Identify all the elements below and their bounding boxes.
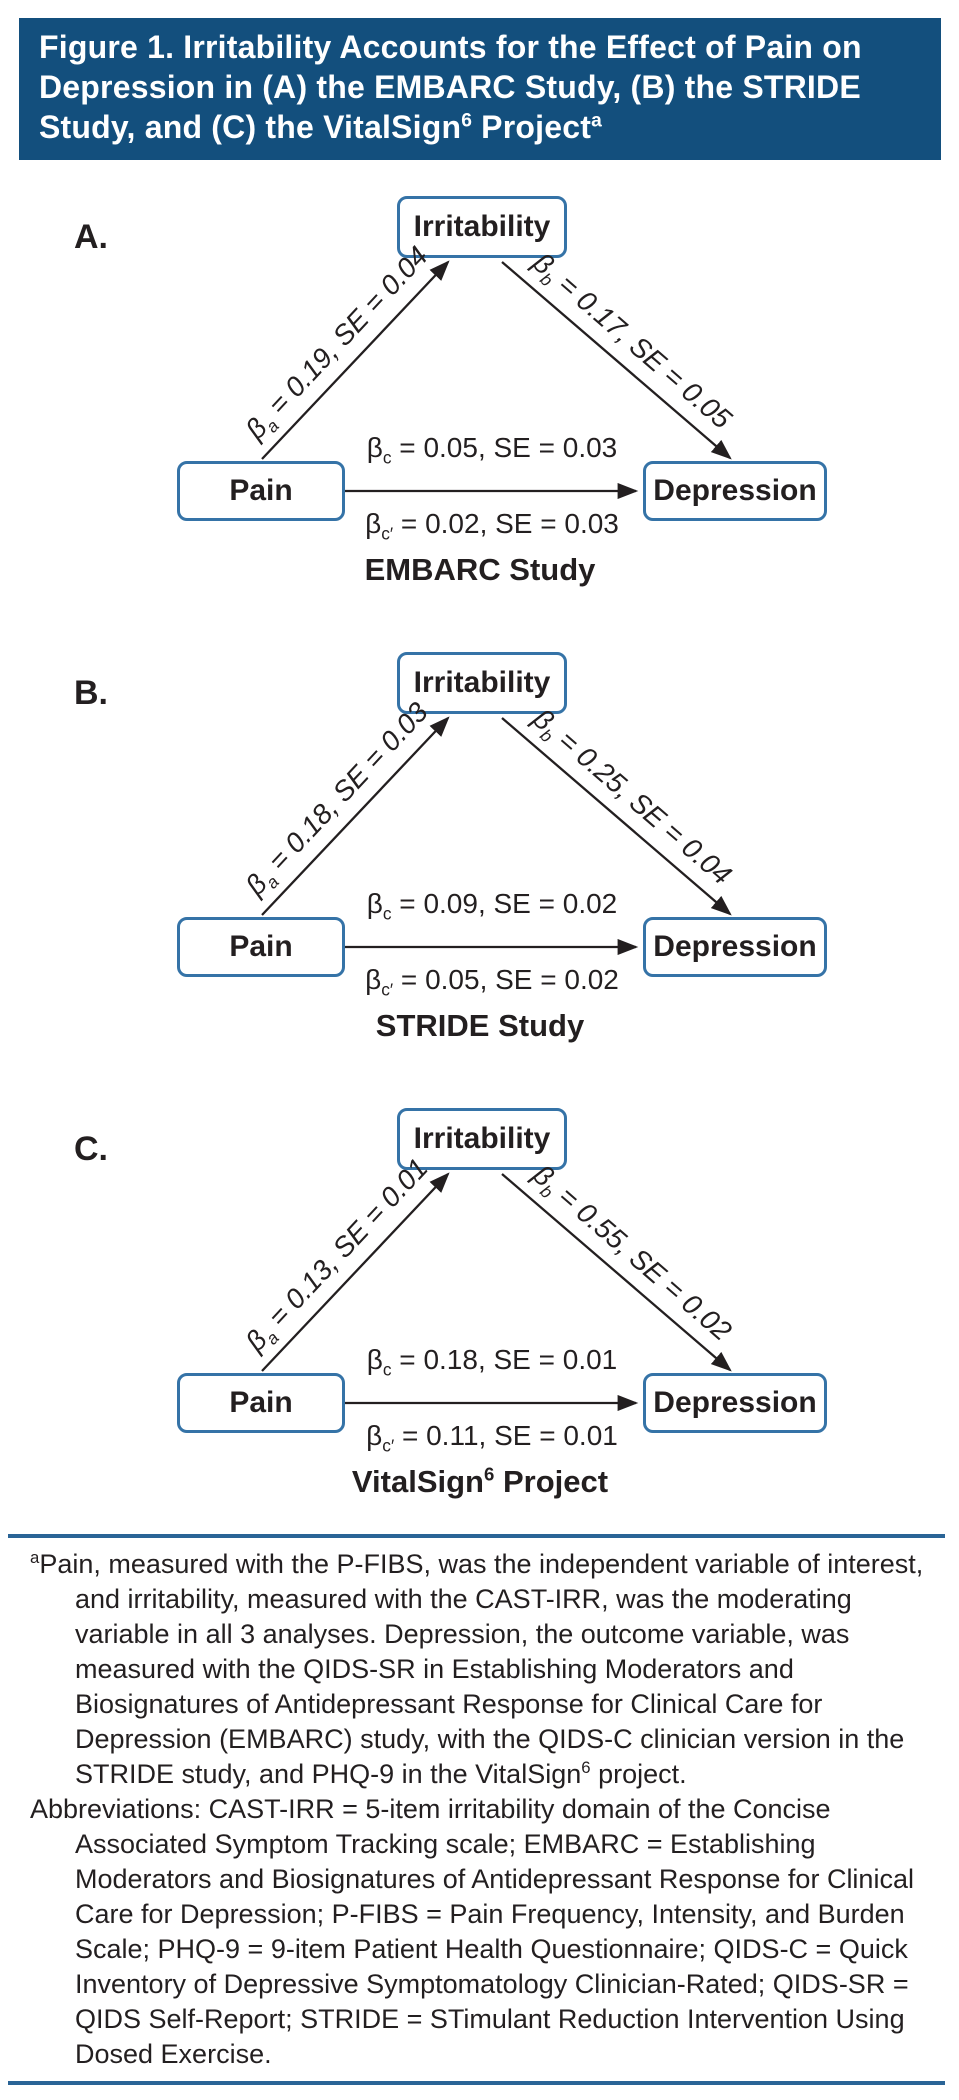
figure-title-bar: Figure 1. Irritability Accounts for the …	[19, 18, 941, 160]
coefficient-value: = 0.18, SE = 0.01	[391, 1344, 618, 1375]
beta-symbol: β	[365, 508, 382, 539]
node-depression: Depression	[643, 1373, 827, 1433]
caption-text: VitalSign	[351, 1464, 484, 1499]
node-pain: Pain	[177, 917, 345, 977]
node-pain: Pain	[177, 1373, 345, 1433]
beta-symbol: β	[365, 964, 382, 995]
path-c-prime-coefficient: βc′ = 0.05, SE = 0.02	[365, 964, 619, 998]
arrow-pain-to-irritability	[261, 260, 450, 460]
beta-subscript: c′	[381, 523, 394, 544]
beta-subscript: c	[382, 1359, 392, 1380]
diagram-panel-a: A. Irritability Pain Depression βa = 0.1…	[0, 196, 959, 652]
path-c-coefficient: βc = 0.09, SE = 0.02	[366, 888, 618, 922]
beta-subscript: c	[382, 903, 392, 924]
figure-title-line-1: Figure 1. Irritability Accounts for the …	[39, 29, 862, 65]
coefficient-value: = 0.02, SE = 0.03	[393, 508, 619, 539]
caption-text: Project	[494, 1464, 609, 1499]
path-c-prime-coefficient: βc′ = 0.11, SE = 0.01	[366, 1420, 618, 1454]
footnote-text: Pain, measured with the P-FIBS, was the …	[39, 1549, 924, 1789]
beta-symbol: β	[366, 432, 383, 463]
beta-symbol: β	[366, 1420, 383, 1451]
footnote-a: aPain, measured with the P-FIBS, was the…	[30, 1547, 945, 1792]
panel-label-b: B.	[74, 674, 108, 712]
arrow-pain-to-irritability	[261, 716, 450, 916]
title-superscript-a: a	[591, 110, 602, 132]
arrow-pain-to-irritability	[261, 1172, 450, 1372]
diagram-panel-b: B. Irritability Pain Depression βa = 0.1…	[0, 652, 959, 1108]
title-text: Study, and (C) the VitalSign	[39, 109, 462, 145]
footnote-top-divider	[8, 1534, 945, 1538]
diagram-caption-stride: STRIDE Study	[180, 1008, 780, 1044]
footnote-marker: a	[30, 1548, 40, 1567]
panel-label-c: C.	[74, 1130, 108, 1168]
coefficient-value: = 0.05, SE = 0.02	[393, 964, 619, 995]
node-irritability: Irritability	[397, 196, 567, 258]
title-superscript-6: 6	[461, 110, 473, 132]
coefficient-value: = 0.11, SE = 0.01	[394, 1420, 618, 1451]
figure-title-line-2: Depression in (A) the EMBARC Study, (B) …	[39, 69, 861, 105]
path-c-coefficient: βc = 0.05, SE = 0.03	[366, 432, 618, 466]
path-c-prime-coefficient: βc′ = 0.02, SE = 0.03	[365, 508, 619, 542]
figure-title-line-3: Study, and (C) the VitalSign6 Projecta	[39, 107, 921, 147]
beta-subscript: c′	[382, 1435, 395, 1456]
arrow-irritability-to-depression	[501, 1173, 732, 1372]
coefficient-value: = 0.09, SE = 0.02	[391, 888, 618, 919]
caption-text: STRIDE Study	[375, 1008, 585, 1043]
path-arrows-svg	[261, 716, 732, 956]
figure-bottom-divider	[8, 2081, 945, 2085]
title-text: Project	[472, 109, 592, 145]
node-irritability: Irritability	[397, 1108, 567, 1170]
path-arrows-svg	[261, 1172, 732, 1412]
diagram-caption-embarc: EMBARC Study	[180, 552, 780, 588]
coefficient-value: = 0.05, SE = 0.03	[391, 432, 618, 463]
path-arrows-svg	[261, 260, 732, 500]
beta-subscript: c′	[381, 979, 394, 1000]
beta-symbol: β	[366, 1344, 383, 1375]
node-depression: Depression	[643, 461, 827, 521]
path-c-coefficient: βc = 0.18, SE = 0.01	[366, 1344, 618, 1378]
beta-symbol: β	[366, 888, 383, 919]
beta-subscript: c	[382, 447, 392, 468]
arrow-irritability-to-depression	[501, 717, 732, 916]
figure-footnotes: aPain, measured with the P-FIBS, was the…	[30, 1547, 945, 2072]
footnote-superscript-6: 6	[581, 1758, 591, 1777]
node-pain: Pain	[177, 461, 345, 521]
diagram-panel-c: C. Irritability Pain Depression βa = 0.1…	[0, 1108, 959, 1534]
diagram-caption-vitalsign6: VitalSign6 Project	[180, 1464, 780, 1500]
footnote-text: project.	[590, 1759, 687, 1789]
panel-label-a: A.	[74, 218, 108, 256]
caption-text: EMBARC Study	[364, 552, 596, 587]
caption-superscript: 6	[484, 1463, 495, 1485]
arrow-irritability-to-depression	[501, 261, 732, 460]
node-depression: Depression	[643, 917, 827, 977]
node-irritability: Irritability	[397, 652, 567, 714]
abbreviations-note: Abbreviations: CAST-IRR = 5-item irritab…	[30, 1794, 914, 2069]
